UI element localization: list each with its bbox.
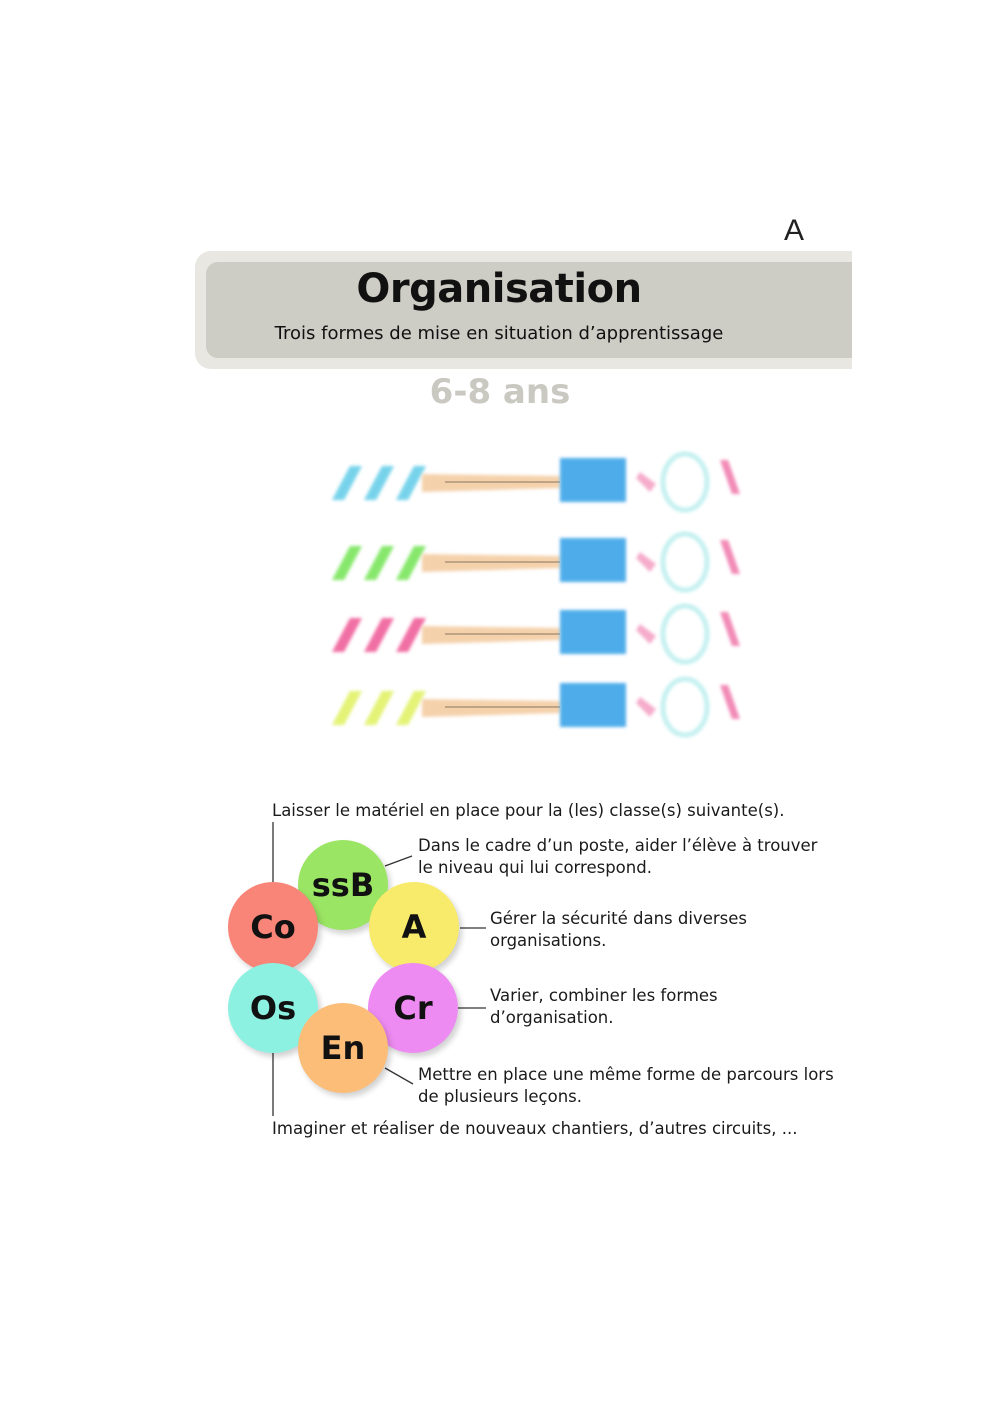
hoop — [660, 451, 710, 513]
connector-en — [384, 1067, 414, 1085]
right-marker — [636, 472, 656, 492]
circle-co: Co — [228, 882, 318, 972]
row-marker — [364, 618, 394, 652]
row-marker — [364, 546, 394, 580]
bench — [422, 554, 560, 572]
equipment-illustration — [332, 451, 740, 738]
row-marker — [332, 466, 362, 500]
age-range: 6-8 ans — [429, 372, 571, 412]
right-marker — [636, 624, 656, 644]
bench — [422, 699, 560, 717]
right-marker — [636, 552, 656, 572]
note-en-line2: de plusieurs leçons. — [418, 1087, 583, 1106]
page-letter: A — [784, 214, 805, 247]
note-a-line2: organisations. — [490, 931, 607, 950]
row-marker — [332, 618, 362, 652]
mat — [560, 458, 626, 502]
page-title: Organisation — [356, 266, 642, 312]
note-cr-line1: Varier, combiner les formes — [490, 986, 718, 1005]
equipment-row — [332, 531, 740, 593]
row-marker — [364, 691, 394, 725]
row-marker — [332, 691, 362, 725]
note-ssb-line1: Dans le cadre d’un poste, aider l’élève … — [418, 836, 818, 855]
page-subtitle: Trois formes de mise en situation d’appr… — [274, 323, 724, 344]
right-marker — [720, 540, 740, 574]
equipment-row — [332, 603, 740, 665]
row-marker — [332, 546, 362, 580]
note-cr-line2: d’organisation. — [490, 1008, 614, 1027]
row-marker — [396, 691, 426, 725]
right-marker — [720, 612, 740, 646]
equipment-row — [332, 676, 740, 738]
bench — [422, 474, 560, 492]
equipment-row — [332, 451, 740, 513]
row-marker — [396, 466, 426, 500]
right-marker — [720, 460, 740, 494]
right-marker — [720, 685, 740, 719]
header-banner — [206, 262, 852, 358]
row-marker — [396, 546, 426, 580]
row-marker — [396, 618, 426, 652]
row-marker — [364, 466, 394, 500]
bench — [422, 626, 560, 644]
note-ssb-line2: le niveau qui lui correspond. — [418, 858, 652, 877]
note-en-line1: Mettre en place une même forme de parcou… — [418, 1065, 834, 1084]
mat — [560, 538, 626, 582]
hoop — [660, 531, 710, 593]
mat — [560, 610, 626, 654]
circle-en: En — [298, 1003, 388, 1093]
hoop — [660, 603, 710, 665]
hoop — [660, 676, 710, 738]
circle-a: A — [369, 882, 459, 972]
right-marker — [636, 697, 656, 717]
note-top: Laisser le matériel en place pour la (le… — [272, 801, 785, 820]
mat — [560, 683, 626, 727]
connector-ssb — [384, 855, 413, 867]
note-a-line1: Gérer la sécurité dans diverses — [490, 909, 747, 928]
note-bottom: Imaginer et réaliser de nouveaux chantie… — [272, 1119, 798, 1138]
